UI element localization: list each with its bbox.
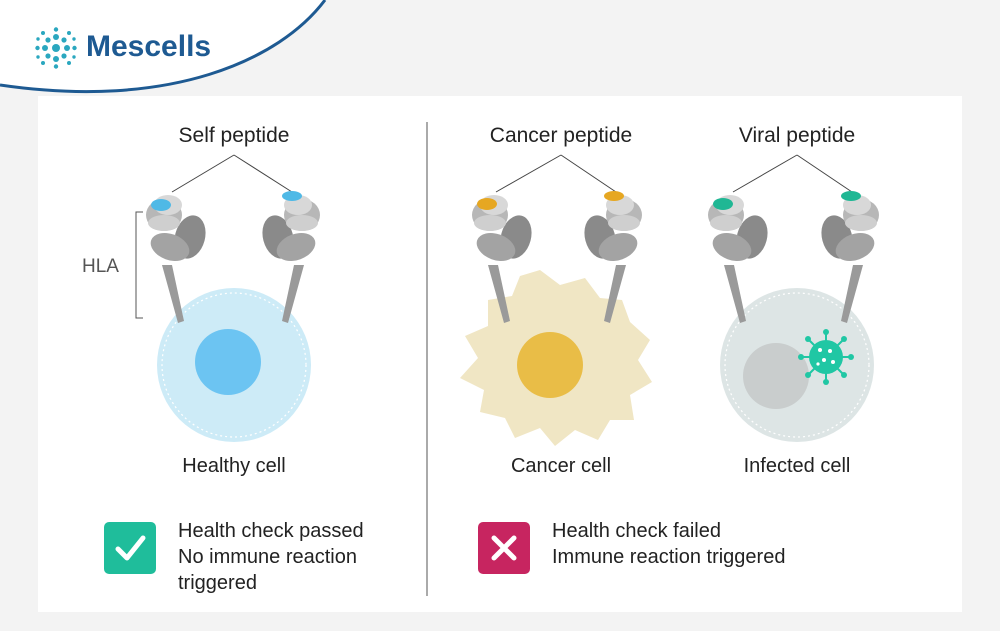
infected-cell-label: Infected cell xyxy=(743,455,851,477)
status-passed-line-3: triggered xyxy=(178,572,257,594)
status-passed: Health check passed No immune reaction t… xyxy=(178,518,364,596)
hla-molecule-icon xyxy=(708,191,879,323)
status-passed-line-1: Health check passed xyxy=(178,520,364,542)
cancer-peptide-lines xyxy=(495,154,617,193)
healthy-cell xyxy=(157,288,311,442)
status-failed-line-2: Immune reaction triggered xyxy=(552,546,786,568)
cancer-cell-label: Cancer cell xyxy=(510,455,612,477)
status-failed: Health check failed Immune reaction trig… xyxy=(552,518,785,570)
check-badge xyxy=(104,522,156,574)
hla-label: HLA xyxy=(82,256,119,277)
viral-peptide-label: Viral peptide xyxy=(738,124,856,147)
hla-molecule-icon xyxy=(472,191,642,323)
x-badge xyxy=(478,522,530,574)
virus-icon xyxy=(798,329,854,385)
logo-dots-icon xyxy=(35,27,77,69)
hla-bracket xyxy=(135,211,143,319)
infected-cell xyxy=(720,288,874,442)
hla-molecule-icon xyxy=(146,191,320,323)
brand-name: Mescells xyxy=(86,30,212,63)
check-icon xyxy=(115,535,146,561)
viral-peptide-lines xyxy=(732,154,853,193)
status-passed-line-2: No immune reaction xyxy=(178,546,357,568)
cancer-cell xyxy=(460,270,652,446)
self-peptide-lines xyxy=(171,154,293,193)
healthy-cell-label: Healthy cell xyxy=(182,455,286,477)
self-peptide-label: Self peptide xyxy=(178,124,290,147)
cancer-peptide-label: Cancer peptide xyxy=(489,124,633,147)
x-icon xyxy=(491,535,517,561)
status-failed-line-1: Health check failed xyxy=(552,520,721,542)
cancer-nucleus xyxy=(517,332,583,398)
infected-nucleus xyxy=(743,343,809,409)
brand-logo[interactable]: Mescells xyxy=(34,26,224,70)
healthy-nucleus xyxy=(195,329,261,395)
